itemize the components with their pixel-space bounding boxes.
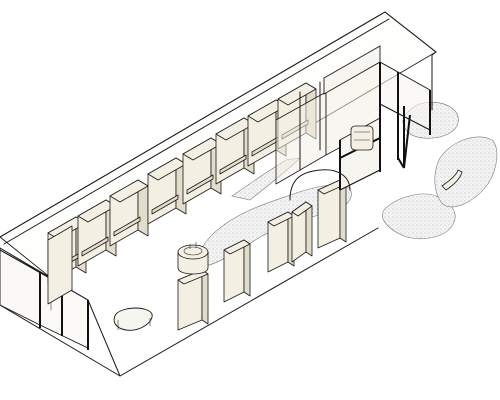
plinth-top	[223, 239, 251, 255]
entrance-portal-right	[379, 61, 431, 169]
display-plinth	[177, 269, 209, 331]
display-plinth	[267, 211, 295, 273]
arch-outline	[289, 169, 351, 201]
cabinet-grid	[47, 225, 73, 305]
bay-shelf	[186, 174, 214, 195]
cabinet-body	[47, 225, 73, 305]
low-table	[113, 307, 153, 331]
bay-shelf	[113, 216, 141, 237]
bay-shelf	[151, 194, 179, 215]
display-plinth	[223, 239, 251, 303]
exterior-rug-right	[434, 136, 498, 208]
bay-panel-top	[277, 82, 317, 106]
back-room	[275, 45, 381, 191]
wall-bay	[77, 199, 117, 267]
wall-bay	[147, 157, 187, 225]
plinth-side	[243, 239, 251, 297]
exterior-rug-left	[382, 193, 456, 239]
bay-shelf	[81, 236, 109, 257]
exterior-bench	[441, 169, 463, 191]
plinth-top	[291, 201, 313, 217]
display-plinth	[317, 179, 347, 249]
round-pedestal	[177, 242, 209, 275]
display-plinth	[291, 201, 313, 263]
plinth-side	[201, 269, 209, 325]
wall-bay	[109, 179, 149, 247]
bay-shelf	[219, 154, 247, 175]
